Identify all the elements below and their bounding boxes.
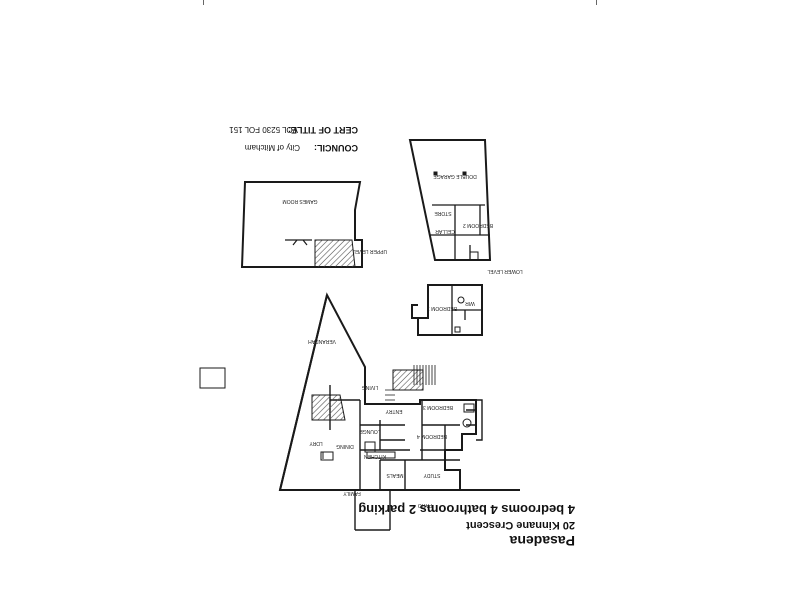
upper-floor-outline xyxy=(411,284,483,336)
bath-fixture xyxy=(462,418,472,428)
label-garage: DOUBLE GARAGE xyxy=(433,173,477,179)
label-kitchen: KITCHEN xyxy=(364,453,386,459)
label-cellar: CELLAR xyxy=(435,228,455,234)
label-bedroom2: BEDROOM 2 xyxy=(463,222,493,228)
label-living: LIVING xyxy=(362,384,379,390)
label-family: FAMILY xyxy=(343,490,361,496)
label-storage: STORE xyxy=(434,210,452,216)
lower-level-walls xyxy=(430,204,490,260)
label-laundry: LDRY xyxy=(309,440,323,446)
label-lounge: LOUNGE xyxy=(359,428,381,434)
verandah-hatch-2 xyxy=(199,367,226,389)
label-upper-level: UPPER LEVEL xyxy=(353,248,387,254)
ground-floor-walls xyxy=(329,385,460,531)
label-lower-level: LOWER LEVEL xyxy=(487,268,523,274)
label-patio: PATIO xyxy=(418,502,432,508)
label-study: STUDY xyxy=(423,472,441,478)
label-games: GAMES ROOM xyxy=(282,198,317,204)
ground-floor-outline xyxy=(278,292,520,491)
games-room-plan xyxy=(240,181,363,268)
label-wir: WIR xyxy=(465,300,475,306)
upper-floor-plan xyxy=(411,284,483,336)
kitchen-bench xyxy=(366,451,396,459)
ground-floor-plan xyxy=(199,292,520,531)
label-bedroom4: BEDROOM 4 xyxy=(417,433,447,439)
games-room-hatch xyxy=(314,239,356,268)
label-bedroom3: BEDROOM 3 xyxy=(423,404,453,410)
stairs-ground xyxy=(413,365,436,385)
label-entry: ENTRY xyxy=(385,408,403,414)
label-verandah: VERANDAH xyxy=(308,338,336,344)
label-meals: MEALS xyxy=(386,472,404,478)
upper-floor-walls xyxy=(451,285,482,335)
label-dining: DINING xyxy=(336,443,354,449)
label-bedroom1: BEDROOM 1 xyxy=(427,305,457,311)
verandah-hatch-1 xyxy=(311,394,346,421)
lower-level-plan xyxy=(408,139,492,261)
lower-level-outline xyxy=(408,139,492,261)
games-room-outline xyxy=(240,181,363,268)
